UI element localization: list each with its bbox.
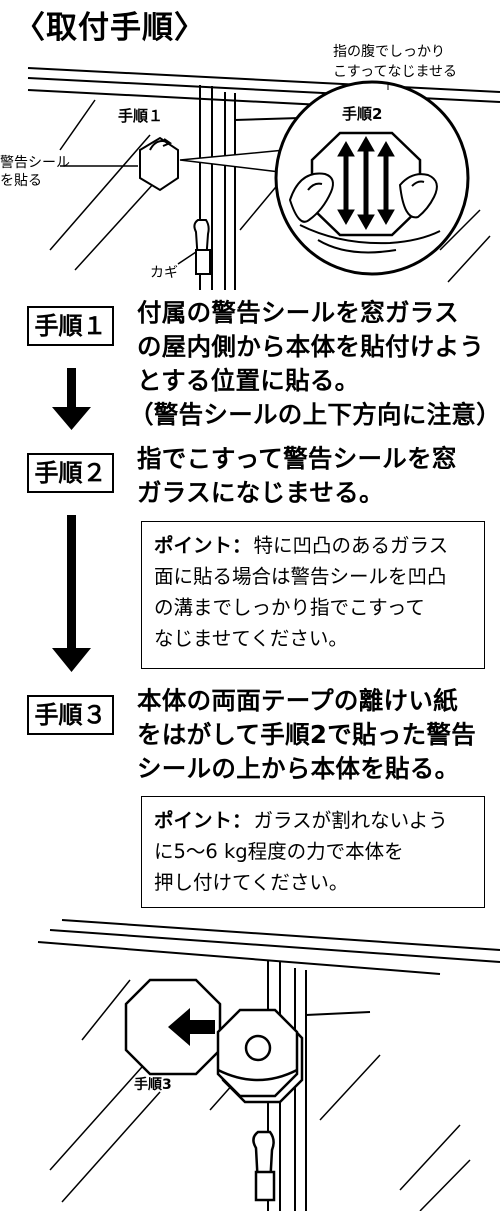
step3-line: をはがして手順2で貼った警告	[137, 720, 477, 749]
rub-label-line1: 指の腹でしっかり	[333, 44, 445, 60]
step2-line: 指でこすって警告シールを窓	[137, 444, 457, 473]
page-title: 〈取付手順〉	[14, 10, 206, 46]
point-line: の溝までしっかり指でこすって	[154, 596, 425, 619]
step1-label-box: 手順１	[27, 306, 114, 346]
point-line: 押し付けてください。	[154, 871, 349, 894]
point-label: ポイント：	[154, 534, 252, 557]
step1-line: （警告シールの上下方向に注意）	[129, 400, 500, 429]
step2-line: ガラスになじませる。	[137, 478, 384, 507]
step1-line: とする位置に貼る。	[137, 366, 360, 395]
step2-instructions: 指でこすって警告シールを窓 ガラスになじませる。	[137, 442, 457, 510]
step3-label-box: 手順３	[27, 695, 114, 735]
window-lock	[193, 219, 211, 275]
step1-line: 付属の警告シールを窓ガラス	[137, 298, 459, 327]
point-line: に5〜6 kg程度の力で本体を	[154, 840, 404, 863]
flow-arrows	[52, 368, 91, 672]
window-lock	[252, 1130, 276, 1202]
arrow-down-icon-2	[52, 515, 91, 672]
step3-line: シールの上から本体を貼る。	[137, 754, 460, 783]
point-line: なじませてください。	[154, 627, 348, 650]
push-arrow-icon	[168, 1008, 215, 1046]
step2-figure-label: 手順2	[342, 105, 383, 123]
point-line: ガラスが割れないよう	[253, 809, 448, 832]
up-down-arrows-icon	[337, 135, 395, 231]
step3-figure-label: 手順3	[134, 1077, 172, 1093]
step2-point-box: ポイント：特に凹凸のあるガラス 面に貼る場合は警告シールを凹凸 の溝までしっかり…	[141, 521, 485, 669]
step1-instructions: 付属の警告シールを窓ガラス の屋内側から本体を貼付けよう とする位置に貼る。 （…	[129, 296, 500, 432]
step1-line: の屋内側から本体を貼付けよう	[137, 332, 485, 361]
alarm-device	[216, 1008, 304, 1104]
step1-figure-label: 手順１	[118, 107, 164, 125]
point-line: 面に貼る場合は警告シールを凹凸	[154, 565, 447, 588]
key-label: カギ	[150, 265, 178, 281]
step3-point-box: ポイント：ガラスが割れないよう に5〜6 kg程度の力で本体を 押し付けてくださ…	[141, 796, 485, 908]
step2-label-box: 手順２	[27, 453, 114, 493]
hand-fingers	[288, 172, 441, 254]
mount-device-illustration	[37, 919, 500, 1211]
point-line: 特に凹凸のあるガラス	[253, 534, 449, 557]
sticker-label-line1: 警告シール	[0, 155, 70, 171]
window-sticker-illustration	[27, 67, 500, 290]
sticker-label-line2: を貼る	[0, 173, 42, 189]
step3-instructions: 本体の両面テープの離けい紙 をはがして手順2で貼った警告 シールの上から本体を貼…	[137, 684, 476, 786]
rub-label-line2: こすってなじませる	[333, 64, 458, 80]
point-label: ポイント：	[154, 809, 252, 832]
warning-sticker-small	[139, 136, 179, 192]
arrow-down-icon-1	[52, 368, 91, 430]
step3-line: 本体の両面テープの離けい紙	[137, 686, 458, 715]
